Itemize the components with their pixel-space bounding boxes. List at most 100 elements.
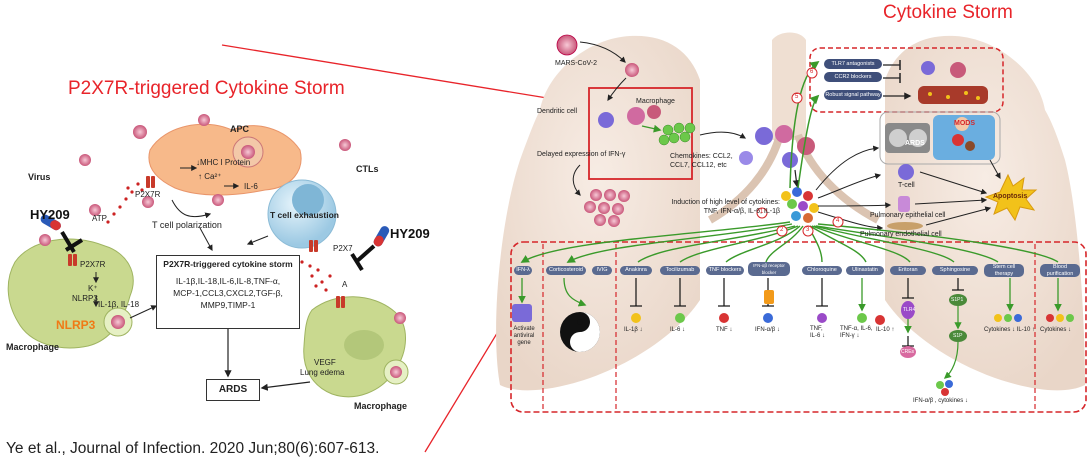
treatment-eritoran: Eritoran [890,266,926,275]
macrophage-left-label: Macrophage [6,342,60,352]
right-panel-title: Cytokine Storm [883,2,1013,23]
treatment-chloroquine: Chloroquine [802,266,842,275]
ccr2-blockers-pill: CCR2 blockers [824,72,882,82]
effect-ifnab: IFN-α/β ↓ [755,327,780,333]
endothelial-cell-icon [887,222,923,230]
lung-tissue-icon [918,86,988,104]
p2x7r-receptors [68,176,345,308]
hy209-left-capsule [40,214,61,231]
macrophage-zoom-box [588,87,693,180]
right-macrophage-nucleus [344,330,384,360]
induction-line-1: Induction of high level of cytokines: [671,199,780,206]
s1p-label: S1P [953,333,963,339]
tlr4-label: TLR4 [903,307,916,313]
dendritic-cell-label: Dendritic cell [537,108,578,115]
chemokine-balls [658,122,696,146]
effect-stem-cell: Cytokines ↓ IL-10 ↑ [984,327,1036,333]
pulmonary-epithelial-label: Pulmonary epithelial cell [870,212,946,219]
tlr7-antagonists-pill: TLR7 antagonists [824,59,882,69]
ctl-nucleus [292,184,324,216]
atp-label: ATP [92,214,107,223]
calcium-label: ↑ Ca²⁺ [198,172,222,181]
ctls-label: CTLs [356,164,379,174]
t-cell-icon [898,164,914,180]
cytokine-cluster [781,187,819,223]
apoptosis-burst [984,173,1038,222]
treatment-outer-box [510,241,1087,413]
effect-ulinastatin: TNF-α, IL-6, IFN-γ ↓ [840,326,872,340]
chemokines-label: Chemokines: CCL2, CCL7, CCL12, etc [670,152,733,170]
apc-virus-icon [241,145,255,159]
left-macrophage-virus-icon [111,315,125,329]
tlr4-icon [901,301,915,319]
cytokine-dots [106,182,332,292]
ards-box: ARDS [206,379,260,401]
treatment-corticosteroid: Corticosteroid [546,266,586,275]
effect-bottom: IFN-α/β , cytokines ↓ [913,398,968,404]
effect-ulinastatin-line-1: TNF-α, IL-6, [840,326,873,332]
hy209-right-capsule [373,226,390,247]
zoom-line-top [221,44,591,106]
treatment-ifn-lambda: IFN-λ [514,266,532,275]
effect-chloroquine: TNF, IL-6 ↓ [810,326,825,340]
effect-il10: IL-10 ↑ [876,327,895,333]
treatment-ivig: IVIG [592,266,612,275]
epithelial-cell-icon [898,196,910,212]
chemokines-line-2: CCL7, CCL12, etc [670,162,727,169]
immune-cells-cluster [598,105,815,168]
num-3: 3 [806,227,810,233]
vegf-label: VEGF [314,358,336,367]
ards-right-label: ARDS [905,140,925,147]
hy209-left-inhibit [60,230,84,254]
virus-particles [39,114,406,324]
top-intervention-box [809,47,1004,113]
yin-yang-icon [560,312,600,352]
delayed-ifn-label: Delayed expression of IFN-γ [537,151,626,158]
num-4: 4 [836,218,840,224]
mhc-label: ↓MHC I Protein [196,158,251,167]
cytokine-storm-line-2: MCP-1,CCL3,CXCL2,TGF-β, [173,288,283,298]
effect-ulinastatin-line-2: IFN-γ ↓ [840,333,860,339]
mars-cov2-label: MARS-CoV-2 [555,60,598,67]
induction-line-2: TNF, IFN-α/β, IL-6, IL-1β [703,208,780,215]
antiviral-gene-icon [512,304,532,322]
virus-cluster [584,189,630,227]
cres-label: CREs [901,349,915,355]
chemokines-line-1: Chemokines: CCL2, [670,153,733,160]
cres-icon [900,346,916,358]
lung-edema-label: Lung edema [300,368,345,377]
effect-il1b: IL-1β ↓ [624,327,643,333]
effect-activate-line-3: gene [517,340,531,346]
inhibition-stems [630,278,964,347]
il6-label: IL-6 [244,182,258,191]
cytokine-storm-box-title: P2X7R-triggered cytokine storm [163,259,293,269]
bottom-molecule-cluster [936,380,953,396]
apc-cell-shape [148,123,302,196]
citation: Ye et al., Journal of Infection. 2020 Ju… [6,440,380,457]
k-plus-label: K⁺ [88,284,98,293]
effect-blood-purification: Cytokines ↓ [1040,327,1072,333]
t-cell-polarization-label: T cell polarization [152,220,222,230]
effect-activate-line-2: antiviral [513,333,535,339]
treatment-stem-cell: Stem cell therapy [984,264,1024,277]
macrophage-label-right: Macrophage [636,98,675,105]
macrophage-right-label: Macrophage [354,401,408,411]
effect-activate-line-1: Activate [513,326,535,332]
num-5: 5 [795,94,799,100]
num-6: 6 [810,69,814,75]
mars-cov2-icon [556,34,578,56]
treatment-arrows [520,221,1059,263]
cytokine-storm-box: P2X7R-triggered cytokine storm IL-1β,IL-… [156,255,300,329]
trachea-shape [772,32,806,140]
effect-il6: IL-6 ↓ [670,327,686,333]
s1p1-icon [949,294,967,306]
effect-tnf: TNF ↓ [716,327,733,333]
num-2: 2 [780,227,784,233]
treatment-blood-purification: Blood purification [1040,264,1080,277]
mods-label: MODS [954,120,975,127]
effect-chloroquine-line-1: TNF, [810,326,823,332]
s1p1-label: S1P1 [951,297,964,303]
apc-label: APC [230,124,250,134]
lung-left-shape [496,35,700,391]
